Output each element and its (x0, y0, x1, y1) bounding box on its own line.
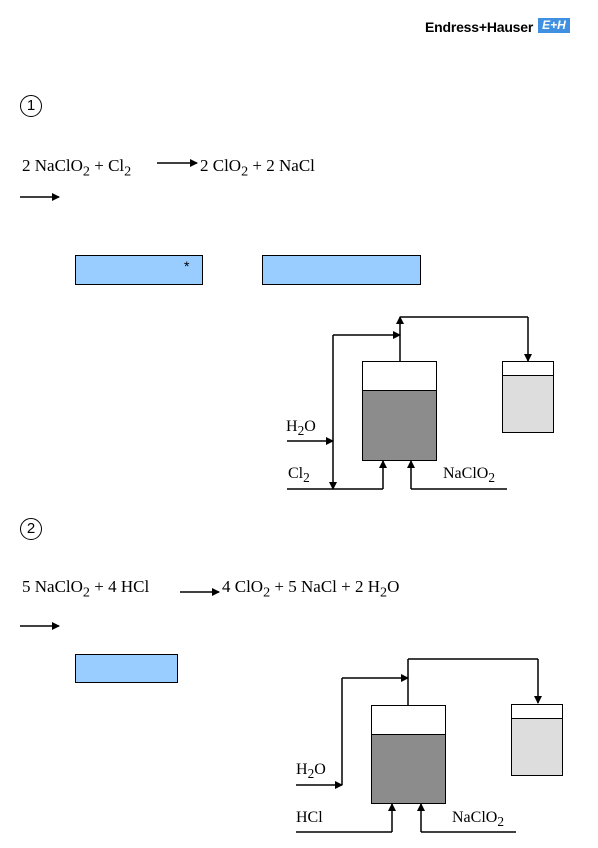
section-1-box-2 (262, 255, 421, 285)
asterisk-mark: * (184, 258, 190, 274)
section-2-chlorite-label: NaClO2 (452, 809, 504, 830)
section-2-number: 2 (20, 518, 42, 540)
section-2-acid-label: HCl (296, 809, 323, 826)
section-2-water-label: H2O (296, 761, 326, 782)
section-2-box-1 (75, 654, 178, 683)
section-2-equation-rhs: 4 ClO2 + 5 NaCl + 2 H2O (222, 577, 400, 601)
section-2-reactor-contents (371, 734, 446, 804)
section-1-equation-lhs: 2 NaClO2 + Cl2 (22, 156, 132, 180)
section-1-chlorine-label: Cl2 (288, 465, 310, 486)
section-1-chlorite-label: NaClO2 (443, 465, 495, 486)
brand-name: Endress+Hauser (425, 19, 534, 35)
section-1-water-label: H2O (286, 418, 316, 439)
section-2-equation-lhs: 5 NaClO2 + 4 HCl (22, 577, 150, 601)
section-1-number: 1 (20, 95, 42, 117)
section-1-storage-contents (502, 375, 554, 433)
section-2-storage-contents (511, 718, 563, 776)
section-1-box-1: * (75, 255, 203, 285)
section-1-equation-rhs: 2 ClO2 + 2 NaCl (200, 156, 315, 180)
brand-logo-icon: E+H (538, 18, 570, 33)
section-1-reactor-contents (362, 390, 437, 461)
